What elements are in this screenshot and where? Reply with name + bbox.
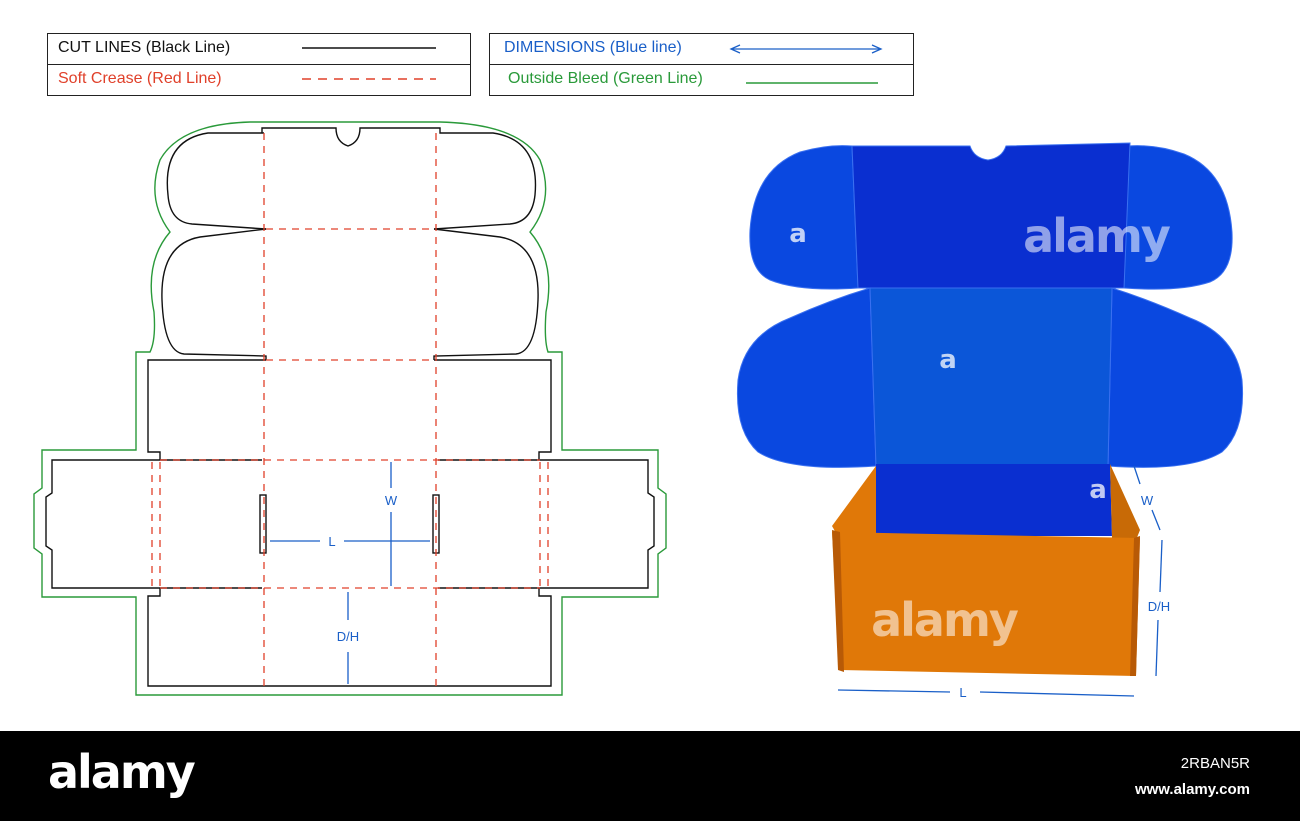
box-length-label: L: [959, 685, 966, 700]
box-diagram: W L D/H a a a alamy alamy: [33, 121, 1244, 700]
box-front-wall: [832, 532, 1140, 676]
dieline-dimensions: [270, 462, 430, 684]
box-front-edge-right: [1130, 536, 1140, 676]
face-mark-3: a: [1089, 475, 1107, 505]
lid-tuck-flap: [851, 142, 1131, 289]
box-depth-label: D/H: [1148, 599, 1170, 614]
legend-bleed-label: Outside Bleed (Green Line): [508, 70, 703, 87]
lid-panel: [869, 287, 1113, 467]
lid-side-flap-left: [749, 145, 859, 290]
legend-dimension-bleed: DIMENSIONS (Blue line) Outside Bleed (Gr…: [489, 33, 914, 96]
legend-dimension-label: DIMENSIONS (Blue line): [504, 39, 682, 56]
legend-dimension-swatch: [729, 44, 883, 54]
watermark-front: alamy: [871, 593, 1019, 647]
legend-cut-crease: CUT LINES (Black Line) Soft Crease (Red …: [47, 33, 471, 96]
box-width-label: W: [1141, 493, 1154, 508]
lid-dust-flap-left: [736, 287, 877, 468]
face-mark-1: a: [789, 219, 807, 249]
stock-footer: alamy 2RBAN5R www.alamy.com: [0, 731, 1300, 821]
legend-row-crease: Soft Crease (Red Line): [48, 64, 470, 95]
legend-row-bleed: Outside Bleed (Green Line): [490, 64, 913, 95]
lid-side-flap-right: [1123, 145, 1233, 290]
cut-lines: [45, 127, 655, 687]
dieline: W L D/H: [33, 121, 667, 696]
dieline-length-label: L: [328, 534, 335, 549]
bleed-outline: [33, 121, 667, 696]
dieline-width-label: W: [385, 493, 398, 508]
box-3d-dimensions: [837, 465, 1163, 697]
box-back-wall: [876, 464, 1112, 536]
legend-row-cut: CUT LINES (Black Line): [48, 34, 470, 64]
crease-lines: [151, 133, 549, 686]
face-mark-2: a: [939, 345, 957, 375]
box-3d: a a a alamy alamy W D/H L: [736, 142, 1244, 700]
legend-crease-label: Soft Crease (Red Line): [58, 70, 222, 87]
footer-site-link[interactable]: www.alamy.com: [1134, 781, 1250, 798]
legend-cut-label: CUT LINES (Black Line): [58, 39, 231, 56]
legend-crease-swatch: [302, 78, 436, 80]
watermark-top: alamy: [1023, 209, 1171, 263]
footer-image-id: 2RBAN5R: [1180, 755, 1250, 772]
box-front-edge-left: [832, 530, 844, 672]
footer-logo: alamy: [48, 745, 196, 799]
box-left-wall: [832, 466, 876, 540]
box-right-wall: [1110, 464, 1140, 540]
legend-row-dimension: DIMENSIONS (Blue line): [490, 34, 913, 64]
legend-bleed-swatch: [746, 82, 878, 84]
legend-cut-swatch: [302, 47, 436, 49]
dieline-depth-label: D/H: [337, 629, 359, 644]
lid-dust-flap-right: [1107, 287, 1244, 468]
